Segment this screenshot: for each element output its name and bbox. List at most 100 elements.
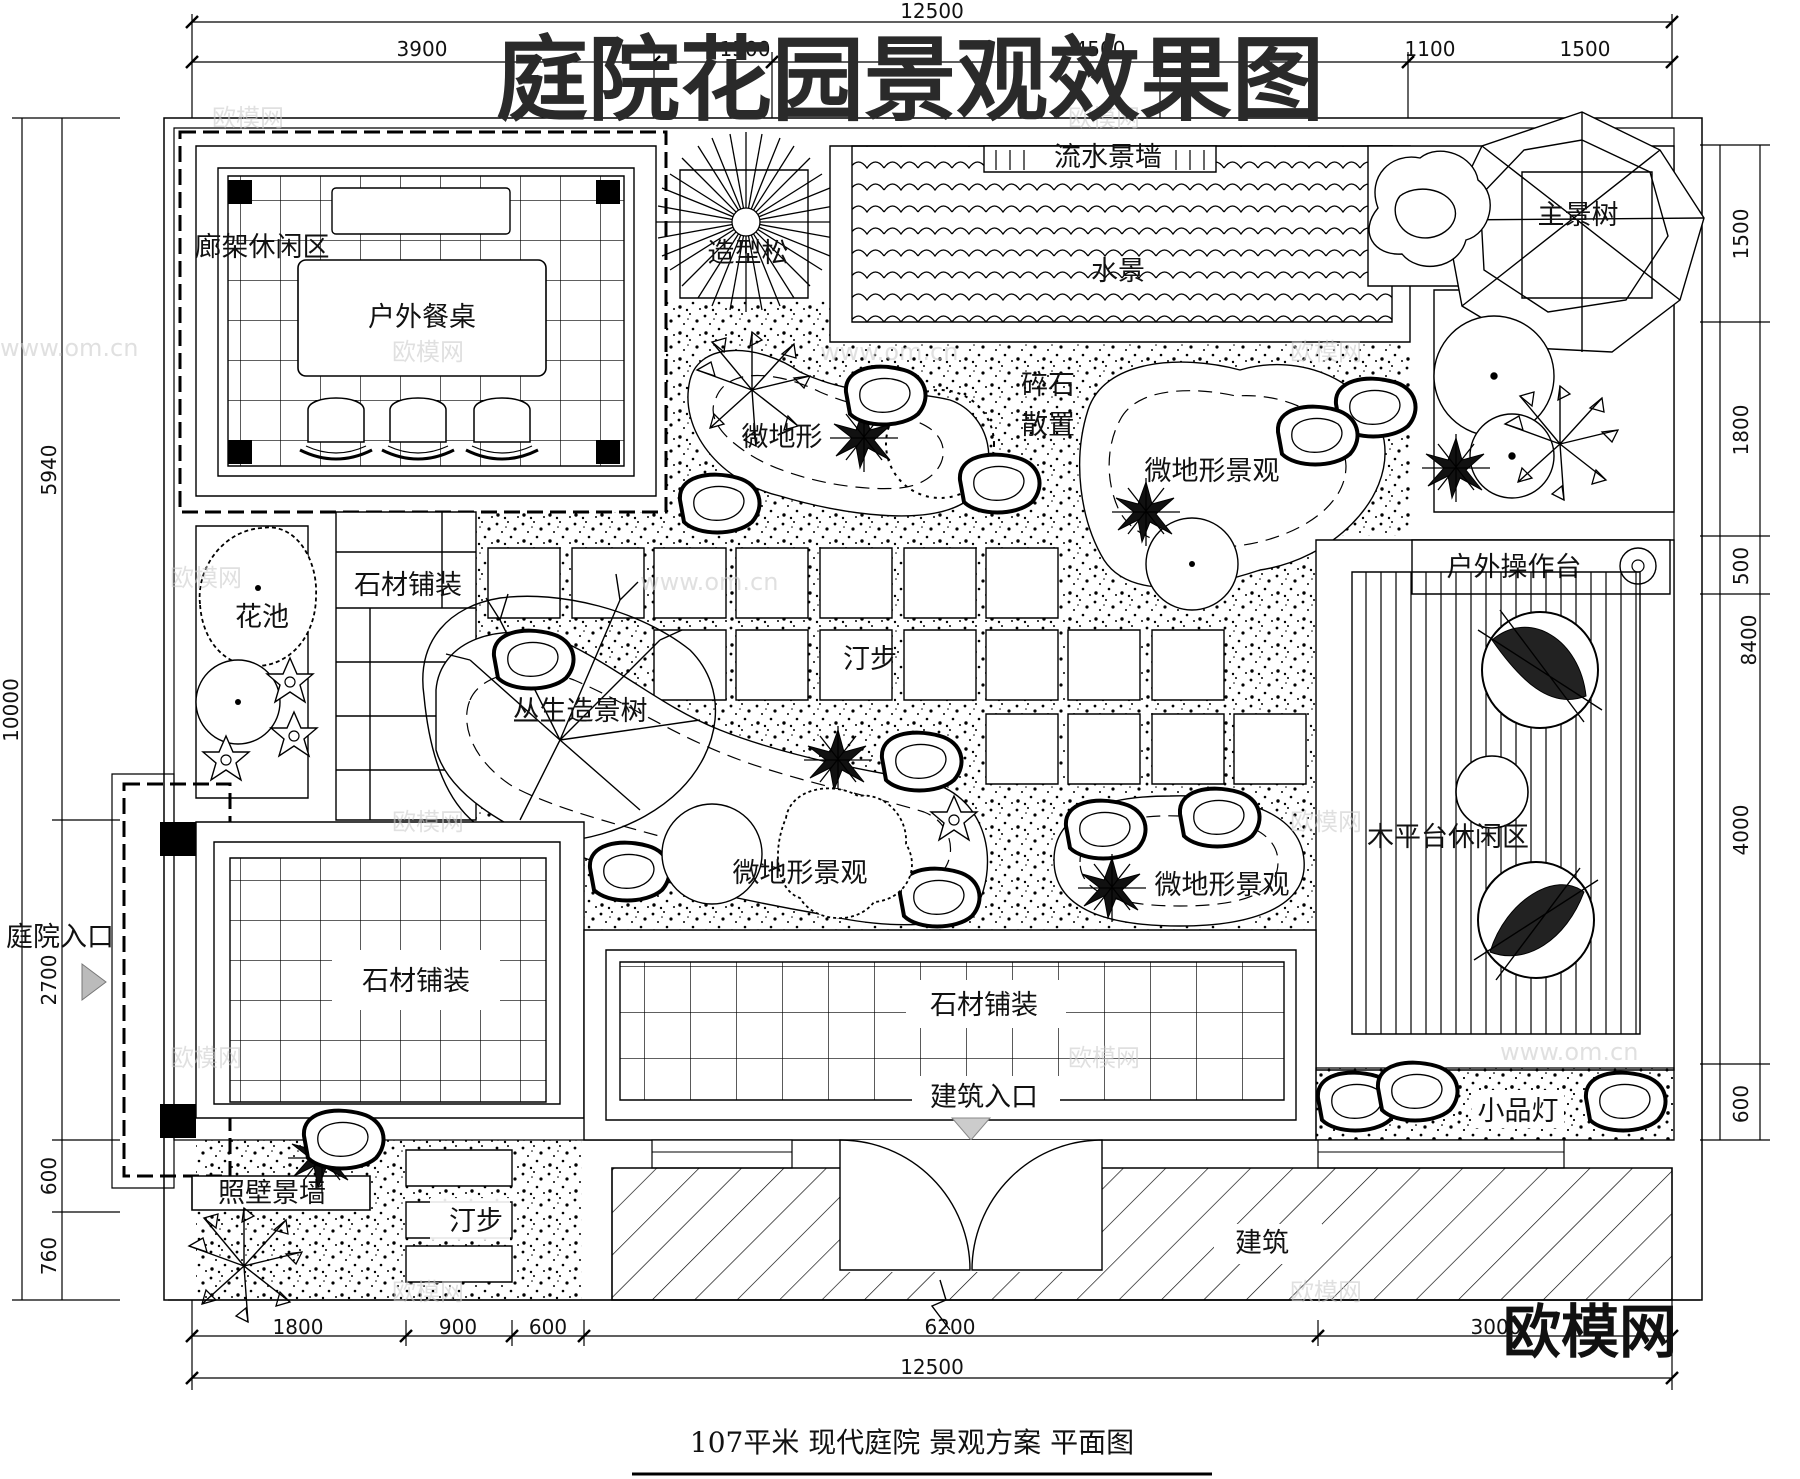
label-ornament: 小品灯 [1478, 1096, 1559, 1127]
label-outdoor-table: 户外餐桌 [368, 302, 476, 333]
dim-bottom-1: 1800 [273, 1315, 324, 1339]
label-stone-paving-2: 石材铺装 [362, 966, 470, 997]
stone-paving-border [214, 842, 560, 1104]
boulder [677, 472, 762, 535]
label-building: 建筑 [1235, 1228, 1289, 1259]
outdoor-table [298, 260, 546, 376]
tree-canopy-flower-bed [200, 527, 317, 666]
watermark-url: www.om.cn [1500, 1038, 1638, 1066]
pergola-post [228, 180, 252, 204]
watermark: 欧模网 [392, 338, 464, 366]
label-building-entrance: 建筑入口 [930, 1082, 1038, 1113]
drawing-caption: 107平米 现代庭院 景观方案 平面图 [690, 1426, 1134, 1459]
stepping-stones-label-bg [430, 1198, 510, 1240]
ornament-label-bg [1472, 1090, 1564, 1128]
watermark-url: www.om.cn [820, 338, 958, 366]
label-stepping-stones-1: 汀步 [843, 644, 897, 675]
page-title: 庭院花园景观效果图 [496, 27, 1324, 134]
pergola-post [228, 440, 252, 464]
label-stone-paving-3: 石材铺装 [930, 990, 1038, 1021]
dim-bottom-2: 900 [439, 1315, 477, 1339]
shrub-ring [886, 390, 994, 498]
label-micro-terrain-4: 微地形景观 [1155, 870, 1290, 901]
watermark: 欧模网 [1290, 338, 1362, 366]
water-wall-spouts [996, 150, 1204, 170]
site-watermarks: 欧模网 欧模网 欧模网 欧模网 欧模网 欧模网 欧模网 欧模网 欧模网 欧模网 … [0, 104, 1638, 1306]
label-micro-terrain-3: 微地形景观 [733, 858, 868, 889]
tree-center [235, 699, 241, 705]
label-cluster-tree: 丛生造景树 [513, 696, 648, 727]
gravel-ground-bottom [196, 1140, 582, 1300]
dim-bottom-4: 6200 [925, 1315, 976, 1339]
dim-bottom-total: 12500 [900, 1355, 964, 1379]
dim-left-2: 2700 [37, 955, 61, 1006]
label-deck-area: 木平台休闲区 [1367, 822, 1529, 853]
dim-bottom-5: 3000 [1471, 1315, 1522, 1339]
stone-paving-center-border [606, 950, 1296, 1120]
boulder [1583, 1070, 1668, 1133]
boulder [1375, 1060, 1460, 1123]
watermark: 欧模网 [392, 1278, 464, 1306]
tree-canopy-round [1434, 316, 1554, 498]
dim-top-3: 4500 [1075, 37, 1126, 61]
micro-terrain-upper-right-contour [1109, 391, 1346, 549]
label-water-wall: 流水景墙 [1054, 142, 1162, 173]
dim-top-total: 12500 [900, 0, 964, 23]
label-micro-terrain-1: 微地形 [742, 422, 823, 453]
label-courtyard-entrance: 庭院入口 [6, 922, 114, 953]
screen-wall [192, 1176, 370, 1210]
label-sculpted-pine: 造型松 [708, 238, 789, 269]
dim-right-total: 8400 [1737, 615, 1761, 666]
boulder [1275, 404, 1360, 467]
brand-watermark: 欧模网 [1503, 1298, 1677, 1366]
label-screen-wall: 照壁景墙 [218, 1178, 326, 1209]
dimension-lines [12, 14, 1770, 1390]
stone-paving-label-bg [332, 950, 500, 1010]
boulder [587, 840, 672, 903]
dim-top-4: 1100 [1405, 37, 1456, 61]
building-steps [1318, 1140, 1564, 1168]
label-stepping-stones-2: 汀步 [449, 1206, 503, 1237]
label-water-feature: 水景 [1091, 256, 1145, 287]
label-flower-bed: 花池 [235, 602, 289, 633]
watermark: 欧模网 [1290, 1278, 1362, 1306]
stepping-stones [488, 548, 1306, 784]
watermark-url: www.om.cn [640, 568, 778, 596]
dim-right-3: 500 [1729, 547, 1753, 585]
boulder [491, 628, 576, 691]
dim-right-2: 1800 [1729, 405, 1753, 456]
dim-left-4: 760 [37, 1237, 61, 1275]
label-main-tree: 主景树 [1538, 200, 1619, 231]
tree-canopy-round [662, 804, 762, 904]
dim-right-4: 4000 [1729, 805, 1753, 856]
watermark: 欧模网 [1068, 1044, 1140, 1072]
building-label-bg [1214, 1224, 1322, 1264]
water-wall [984, 146, 1216, 172]
boulder [301, 1108, 386, 1171]
sculpted-pine [656, 132, 836, 312]
gate-post [160, 1104, 196, 1138]
label-pergola-area: 廊架休闲区 [195, 232, 330, 263]
label-gravel-1: 碎石 [1021, 370, 1075, 401]
boulder [843, 364, 928, 427]
water-pool [852, 146, 1392, 322]
break-line [932, 1280, 950, 1330]
watermark-url: www.om.cn [0, 334, 138, 362]
pergola-post [596, 440, 620, 464]
tree-center [255, 585, 261, 591]
hanging-chair [1478, 610, 1602, 728]
boulder [897, 866, 982, 929]
dim-left-total: 10000 [0, 678, 23, 742]
micro-terrain-upper-left-contour [713, 376, 943, 489]
hanging-chair [1474, 862, 1598, 980]
watermark: 欧模网 [170, 1044, 242, 1072]
watermark: 欧模网 [1290, 808, 1362, 836]
boulder [957, 452, 1042, 515]
building-entrance-marker-icon [952, 1118, 990, 1140]
dim-bottom-3: 600 [529, 1315, 567, 1339]
dim-left-3: 600 [37, 1157, 61, 1195]
pergola-floor [218, 168, 634, 476]
pergola-post [596, 180, 620, 204]
door-swing-right [972, 1140, 1102, 1270]
boulder [1177, 786, 1262, 849]
